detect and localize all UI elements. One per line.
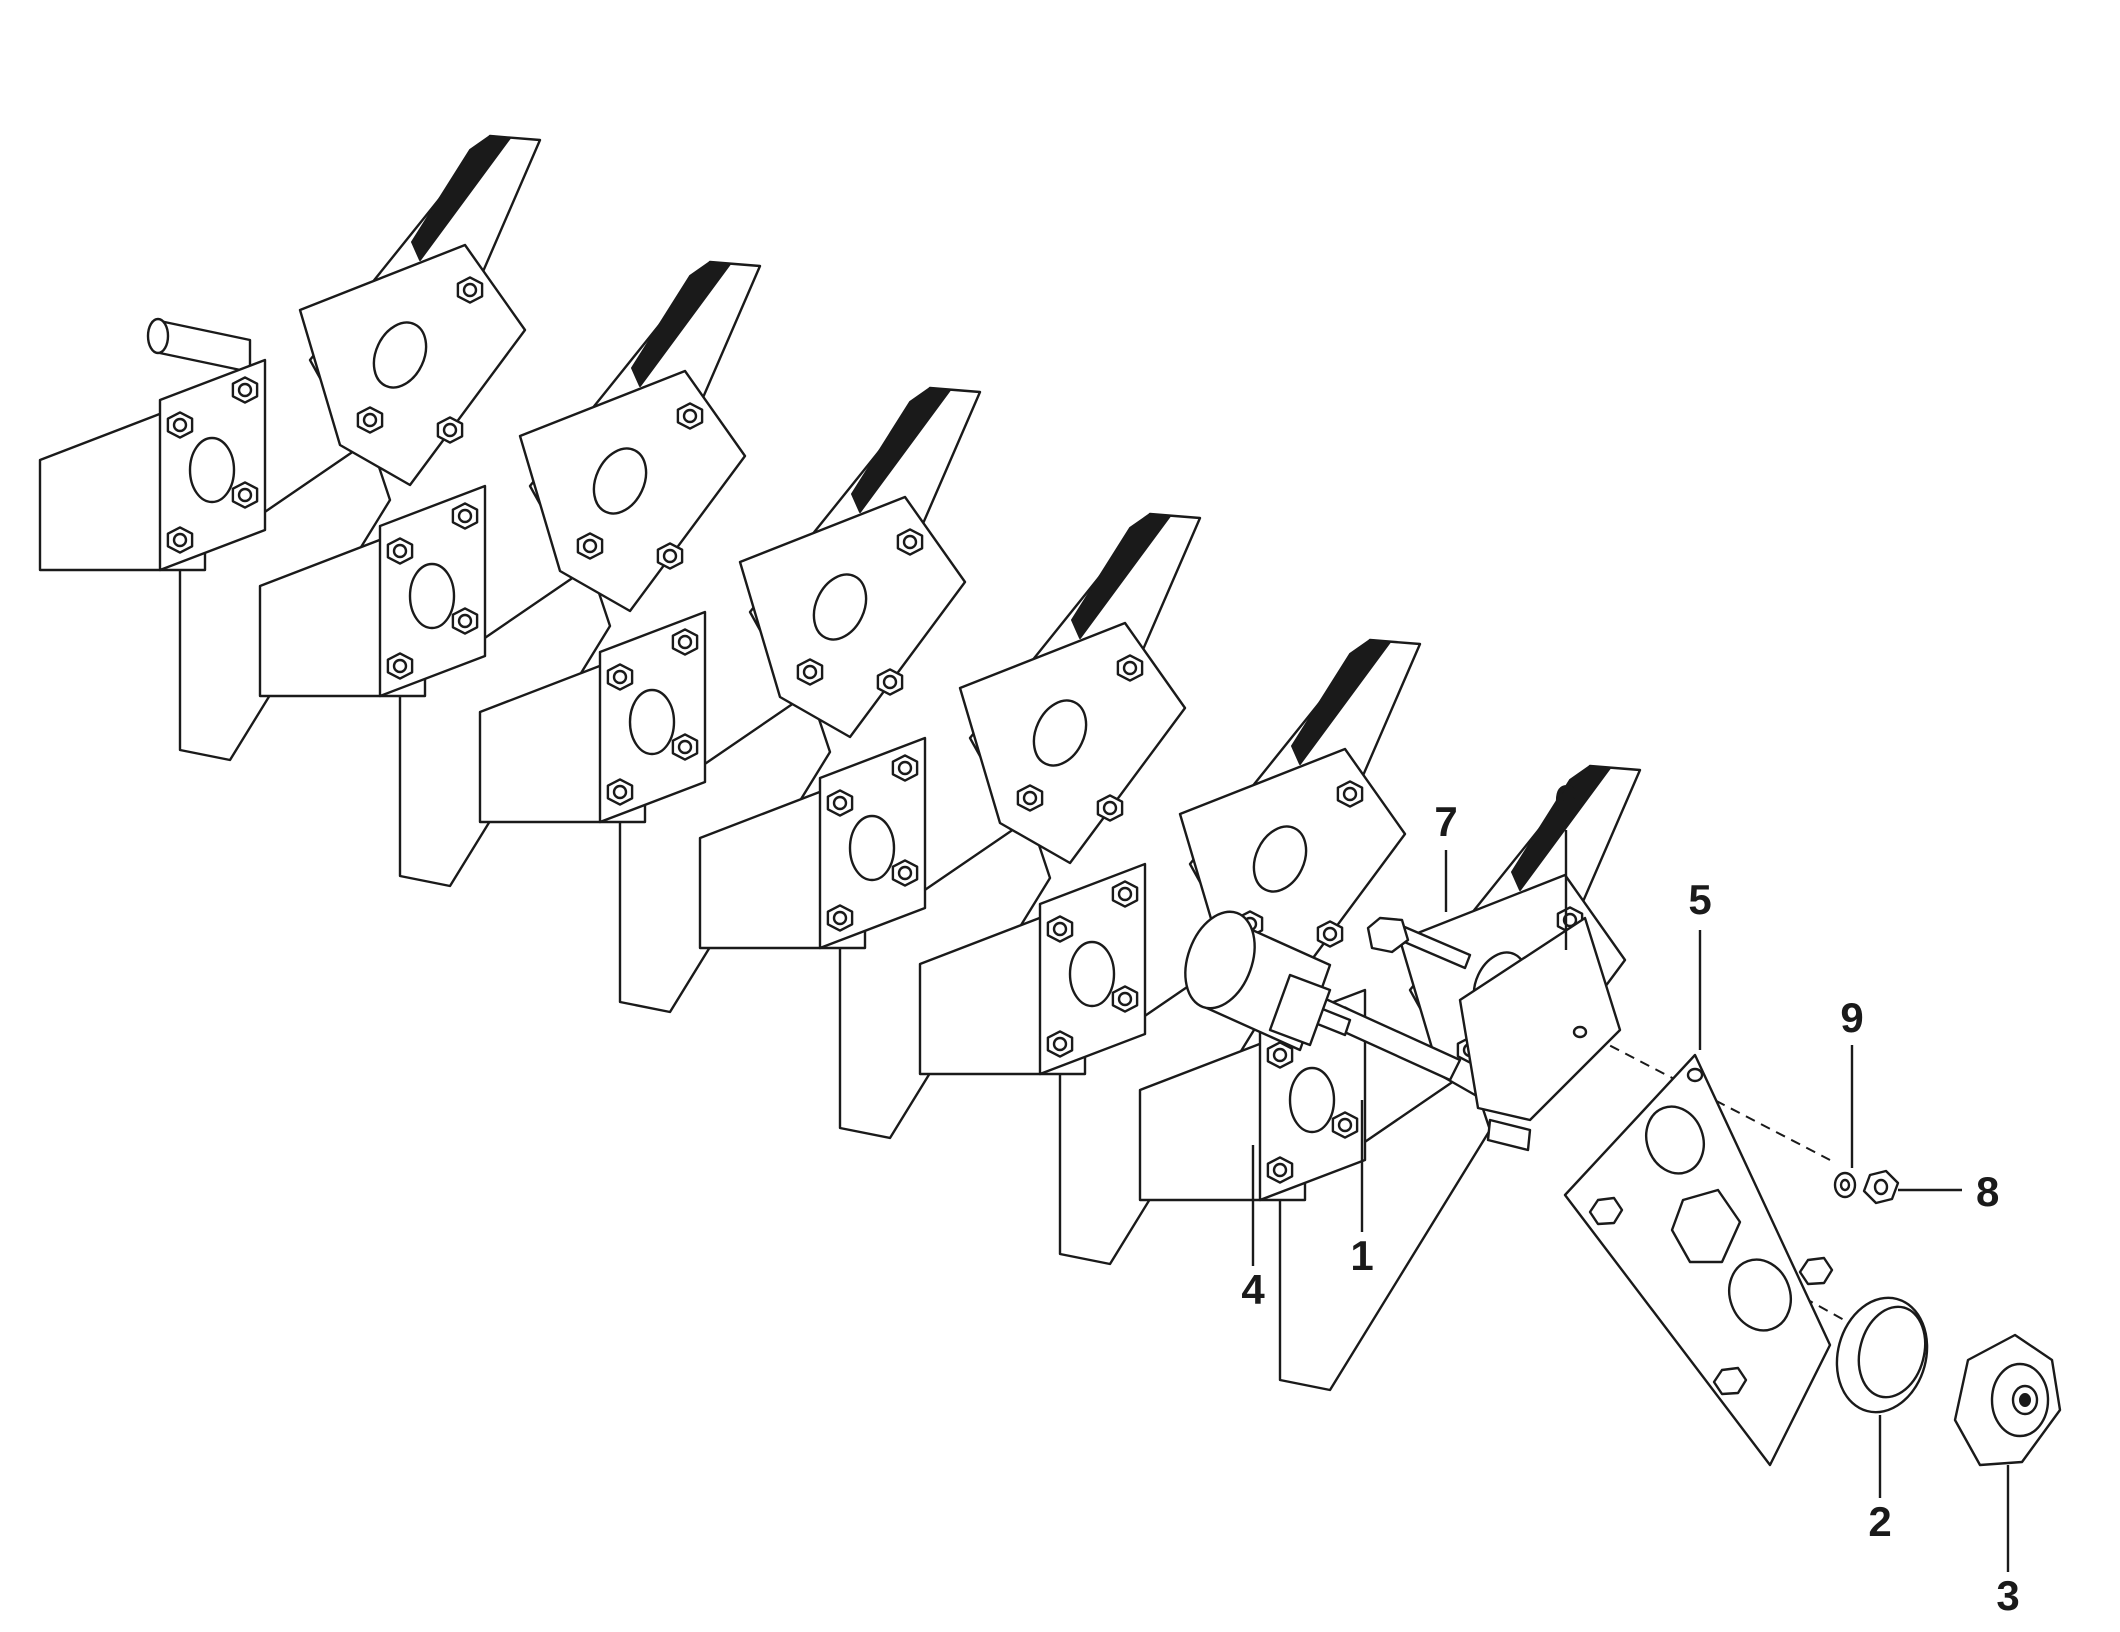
bolt-head-icon: [457, 613, 473, 629]
blade: [1278, 1068, 1492, 1392]
nut-icon: [1588, 1196, 1834, 1396]
plate-hole: [592, 447, 648, 515]
washer-part: [1833, 1171, 1857, 1199]
bolt-head-icon: [172, 532, 188, 548]
bolt-head-icon: [902, 534, 918, 550]
blade-edge: [411, 135, 511, 261]
bolt-head-icon: [682, 408, 698, 424]
rotor-section: [698, 512, 1202, 1140]
blade-edge: [1071, 513, 1171, 639]
cover-plate-part: [1458, 916, 1622, 1152]
callout-2: 2: [1868, 1498, 1891, 1545]
bolt-part: [1366, 916, 1472, 970]
callout-6: 6: [1554, 776, 1577, 823]
blade-edge: [851, 387, 951, 513]
bolt-head-icon: [832, 910, 848, 926]
plate-hole: [1288, 1066, 1336, 1134]
bolt-head-icon: [802, 664, 818, 680]
shaft-end: [153, 318, 252, 374]
bolt-head-icon: [1052, 1036, 1068, 1052]
bolt-head-icon: [1117, 991, 1133, 1007]
mounting-plate-part: [1563, 1053, 1834, 1467]
bolt-head-icon: [677, 634, 693, 650]
bolt-head-icon: [882, 674, 898, 690]
bolt-head-icon: [677, 739, 693, 755]
bolt-head-icon: [237, 487, 253, 503]
blade-edge: [1511, 765, 1611, 891]
bolt-head-icon: [392, 543, 408, 559]
shaft-end-cap: [146, 317, 170, 355]
callout-4: 4: [1241, 1266, 1265, 1313]
bolt-head-icon: [1102, 800, 1118, 816]
callout-labels: 1 2 3 4 5 6 7 8 9: [1241, 776, 2019, 1619]
bolt-head-icon: [237, 382, 253, 398]
bolt-head-icon: [462, 282, 478, 298]
bolt-head-icon: [172, 417, 188, 433]
bolt-head-icon: [442, 422, 458, 438]
bearing-ring-part: [1835, 1296, 1929, 1414]
plate-hole: [848, 814, 896, 882]
bolt-head-icon: [612, 669, 628, 685]
rotor-section: [478, 386, 982, 1014]
bolt-head-icon: [612, 784, 628, 800]
callout-9: 9: [1840, 994, 1863, 1041]
rotor-section: [38, 134, 542, 762]
plate-hole: [1068, 940, 1116, 1008]
bolt-head-icon: [1322, 926, 1338, 942]
plate-hole: [1252, 825, 1308, 893]
blade-edge: [1291, 639, 1391, 765]
bolt-head-icon: [457, 508, 473, 524]
callout-1: 1: [1350, 1232, 1373, 1279]
bolt-head-icon: [362, 412, 378, 428]
callout-3: 3: [1996, 1572, 2019, 1619]
plate-hole: [372, 321, 428, 389]
bolt-head-icon: [1272, 1162, 1288, 1178]
end-nut-part: [1953, 1333, 2062, 1467]
bolt-head-icon: [832, 795, 848, 811]
small-nut-part: [1862, 1169, 1900, 1205]
bolt-head-icon: [1122, 660, 1138, 676]
plate-hole: [628, 688, 676, 756]
plate-hole: [1032, 699, 1088, 767]
bolt-head-icon: [1337, 1117, 1353, 1133]
bolt-head-icon: [392, 658, 408, 674]
bolt-head-icon: [1052, 921, 1068, 937]
plate-hole: [812, 573, 868, 641]
callout-8: 8: [1976, 1168, 1999, 1215]
bolt-head-icon: [897, 865, 913, 881]
callout-5: 5: [1688, 876, 1711, 923]
bearing-hub-part: [1184, 910, 1332, 1052]
rotor-assembly: [38, 134, 1642, 1392]
bolt-head-icon: [1117, 886, 1133, 902]
bolt-head-icon: [897, 760, 913, 776]
leader-lines: [1251, 830, 2010, 1572]
bolt-head-icon: [662, 548, 678, 564]
callout-7: 7: [1434, 798, 1457, 845]
bolt-head-icon: [1272, 1047, 1288, 1063]
bolt-head-icon: [582, 538, 598, 554]
bolt-head-icon: [1022, 790, 1038, 806]
bolt-head-icon: [1342, 786, 1358, 802]
plate-hole: [188, 436, 236, 504]
blade-edge: [631, 261, 731, 387]
plate-hole: [408, 562, 456, 630]
